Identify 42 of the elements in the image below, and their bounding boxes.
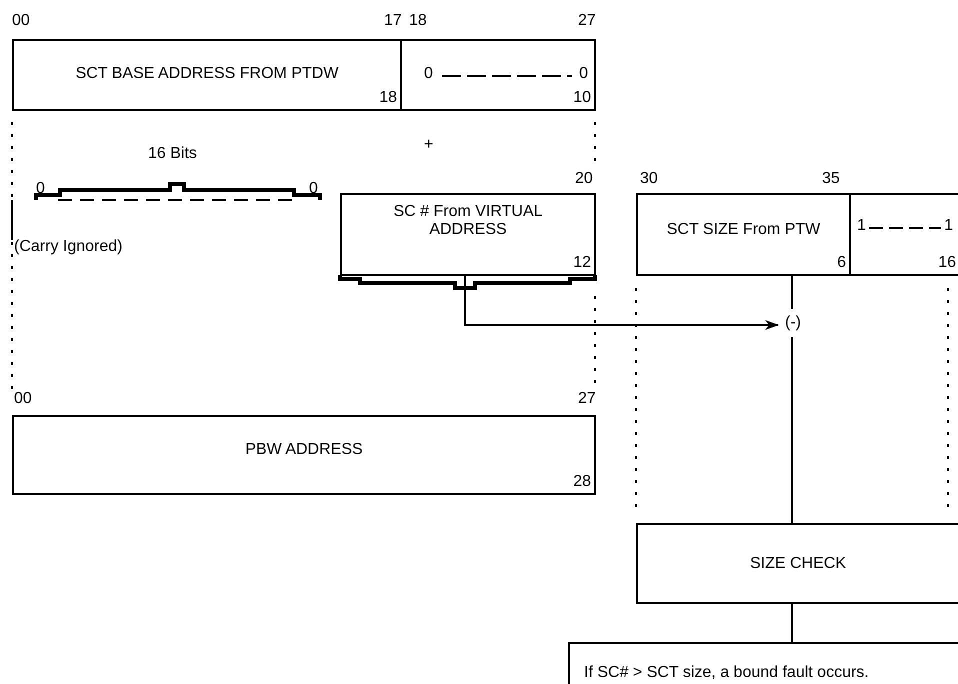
bit-value: 1: [944, 217, 953, 235]
bit-width: 10: [573, 89, 591, 107]
register-field: [849, 193, 958, 276]
note-text: If SC# > SCT size, a bound fault occurs.: [584, 664, 869, 682]
bit-number: 30: [640, 170, 658, 188]
bit-width: 6: [837, 254, 846, 272]
operator-label: (-): [784, 314, 802, 332]
bit-width: 28: [573, 473, 591, 491]
bit-width: 12: [573, 254, 591, 272]
arrow: [464, 276, 779, 330]
bit-value: 0: [309, 180, 318, 198]
field-label: PBW ADDRESS: [244, 441, 364, 459]
bit-number: 00: [12, 12, 30, 30]
connector-line: [791, 337, 793, 523]
field-label: SC # From VIRTUAL ADDRESS: [392, 203, 544, 239]
process-box: [636, 523, 958, 604]
field-label: SCT SIZE From PTW: [666, 221, 822, 239]
register-field: [12, 415, 596, 495]
register-field: [400, 39, 596, 111]
plus-sign: +: [424, 136, 434, 154]
bit-count-label: 16 Bits: [148, 145, 197, 163]
field-label: SCT BASE ADDRESS FROM PTDW: [74, 65, 340, 83]
bit-width: 16: [938, 254, 956, 272]
bit-value: 0: [579, 65, 588, 83]
bit-number: 27: [578, 390, 596, 408]
bit-number: 27: [578, 12, 596, 30]
register-field: [636, 193, 851, 276]
bit-number: 17: [384, 12, 402, 30]
register-field: [12, 39, 402, 111]
note-text: (Carry Ignored): [14, 238, 122, 256]
bit-width: 18: [379, 89, 397, 107]
bit-number: 35: [822, 170, 840, 188]
bit-value: 1: [857, 217, 866, 235]
connector-line: [791, 604, 793, 642]
bit-number: 00: [14, 390, 32, 408]
bit-number: 18: [409, 12, 427, 30]
register-field: [340, 193, 596, 276]
connector-line: [791, 276, 793, 309]
process-label: SIZE CHECK: [748, 555, 847, 573]
bit-number: 20: [575, 170, 593, 188]
bit-value: 0: [424, 65, 433, 83]
bit-value: 0: [36, 180, 45, 198]
